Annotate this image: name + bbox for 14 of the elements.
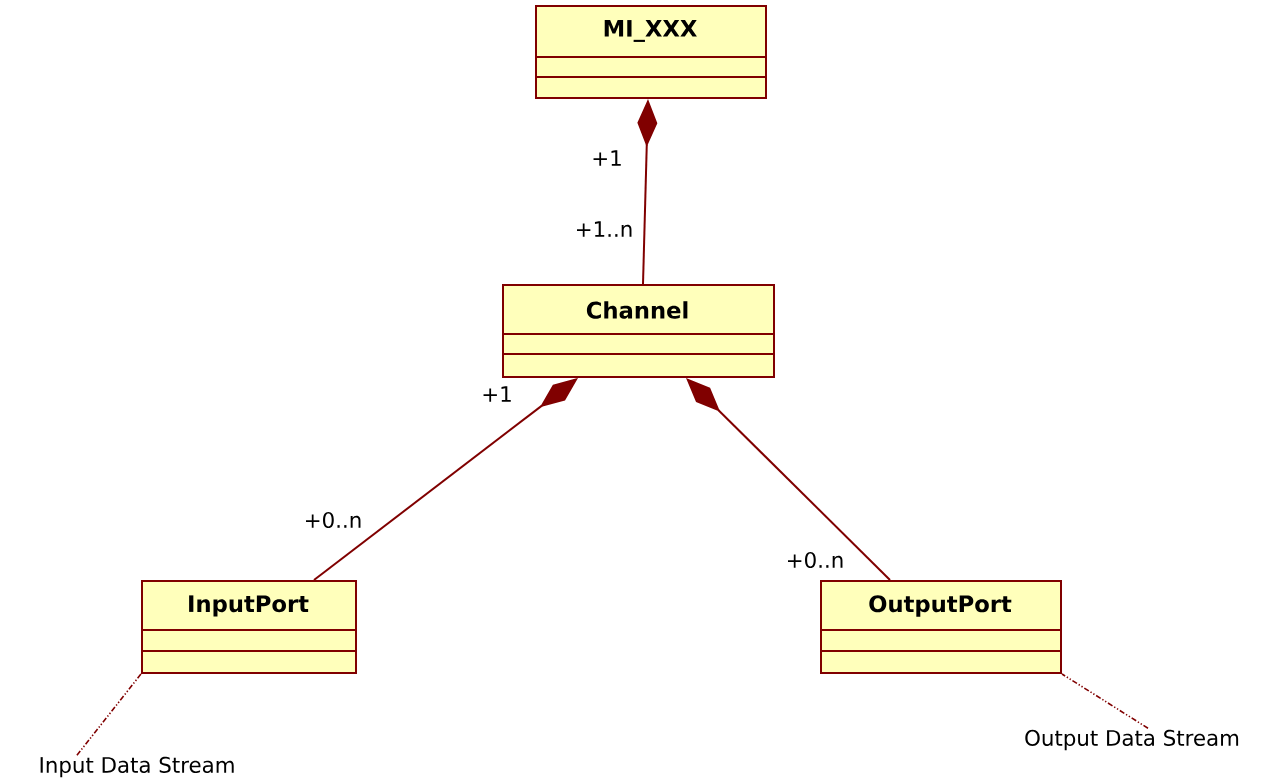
class-box: Channel xyxy=(501,284,775,378)
note-text: Input Data Stream xyxy=(40,756,234,778)
multiplicity-label: +0..n xyxy=(788,551,843,569)
multiplicity-label: +0..n xyxy=(306,511,361,529)
class-box: InputPort xyxy=(140,580,357,674)
class-box: OutputPort xyxy=(819,580,1062,674)
class-box: MI_XXX xyxy=(534,5,767,99)
leader-line xyxy=(1061,673,1149,730)
note-text: Output Data Stream xyxy=(1025,729,1239,751)
composition-line xyxy=(686,378,891,581)
leader-line xyxy=(76,673,142,757)
multiplicity-label: +1 xyxy=(483,386,511,402)
multiplicity-label: +1 xyxy=(593,150,621,166)
multiplicity-label: +1..n xyxy=(577,221,632,237)
